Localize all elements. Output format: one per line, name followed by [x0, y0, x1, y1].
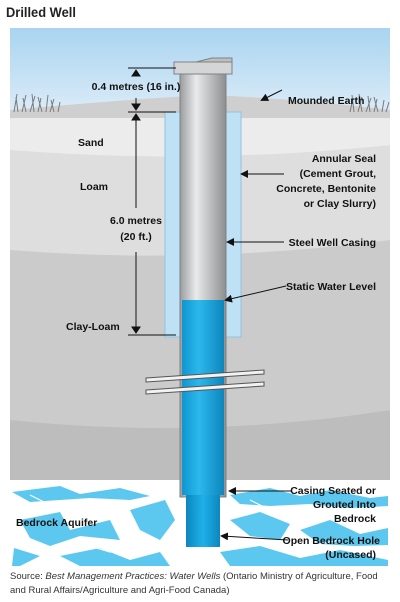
static-water-label: Static Water Level [286, 281, 376, 293]
svg-text:or Clay Slurry): or Clay Slurry) [304, 198, 376, 210]
svg-text:Open Bedrock Hole: Open Bedrock Hole [283, 535, 381, 547]
depth-label-line2: (20 ft.) [120, 231, 152, 243]
svg-text:Casing Seated or: Casing Seated or [290, 485, 376, 497]
grass-right [349, 93, 390, 113]
bedrock-aquifer-label: Bedrock Aquifer [16, 517, 97, 529]
clay-loam-label: Clay-Loam [66, 321, 120, 333]
annular-seal-label: Annular Seal (Cement Grout, Concrete, Be… [276, 153, 376, 210]
diagram-title: Drilled Well [6, 4, 76, 20]
water-column [182, 300, 224, 495]
svg-text:(Cement Grout,: (Cement Grout, [300, 168, 377, 180]
grass-left [13, 93, 61, 113]
svg-text:Annular Seal: Annular Seal [312, 153, 376, 165]
loam-label: Loam [80, 181, 108, 193]
depth-label-line1: 6.0 metres [110, 215, 162, 227]
open-bedrock-hole-label: Open Bedrock Hole (Uncased) [283, 535, 381, 561]
open-bedrock-hole [186, 495, 220, 547]
well-cap [173, 61, 233, 75]
aquifer-fractures [12, 486, 388, 566]
steel-casing-label: Steel Well Casing [289, 237, 376, 249]
casing-seated-label: Casing Seated or Grouted Into Bedrock [290, 485, 376, 525]
aquifer-cracks [29, 494, 351, 553]
svg-text:Grouted Into: Grouted Into [313, 499, 376, 511]
depth-break-symbol [145, 369, 265, 395]
source-citation: Source: Best Management Practices: Water… [10, 571, 378, 596]
sand-label: Sand [78, 137, 104, 149]
dimension-lines [128, 67, 176, 336]
ground-interval-label: 0.4 metres (16 in.) [92, 81, 181, 93]
mounded-earth-label: Mounded Earth [288, 95, 364, 107]
svg-text:(Uncased): (Uncased) [325, 549, 376, 561]
svg-text:Concrete, Bentonite: Concrete, Bentonite [276, 183, 376, 195]
svg-text:Bedrock: Bedrock [334, 513, 376, 525]
